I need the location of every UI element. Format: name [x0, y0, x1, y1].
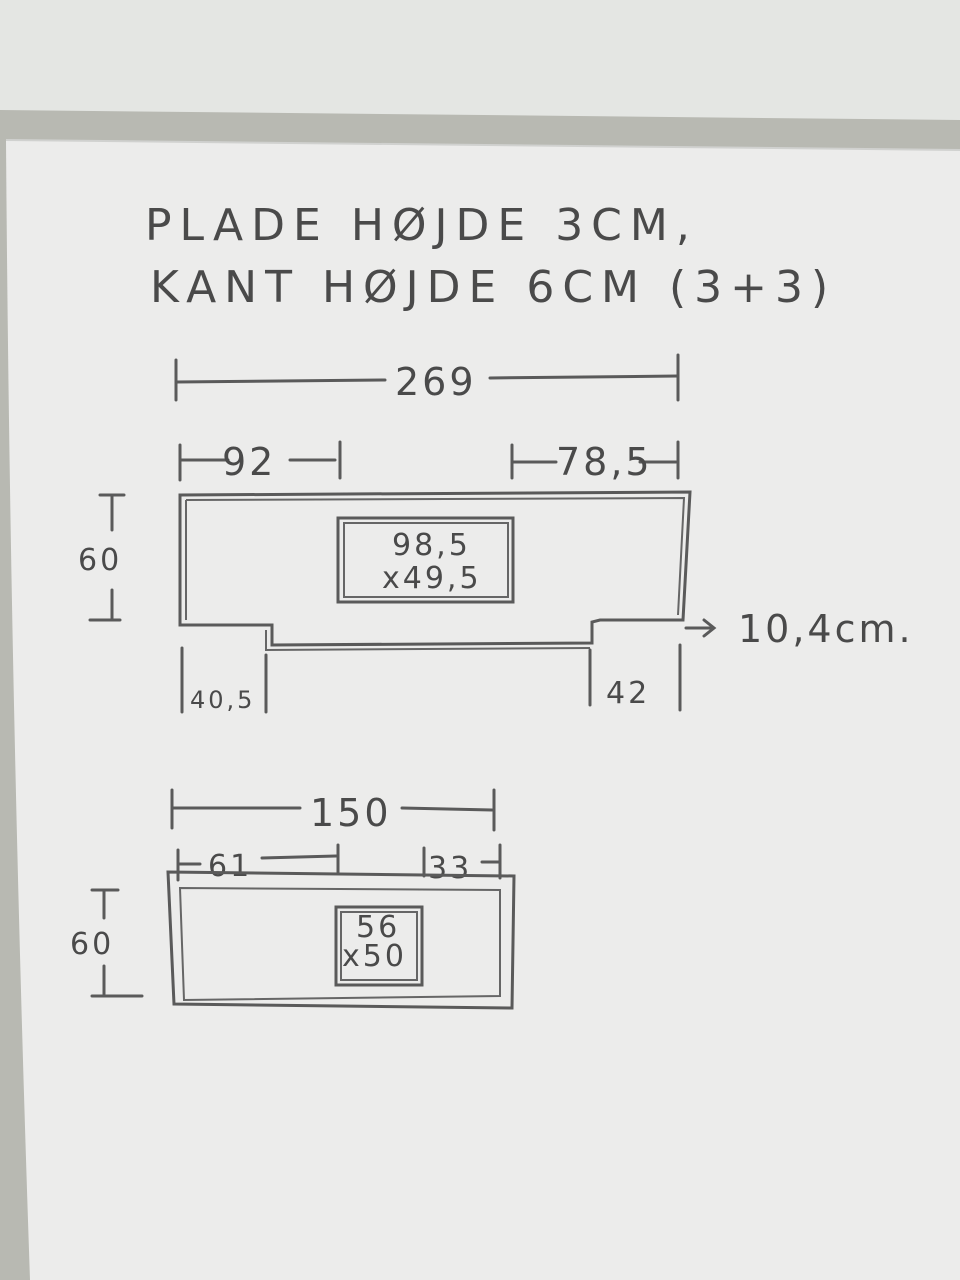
dim-total-width-1: 269: [395, 360, 477, 404]
drawing-1: 269 92 78,5 60 98,5 x49,5 10,4cm.: [78, 353, 914, 714]
dim-left-offset-2: 61: [208, 849, 252, 884]
note-edge-height: KANT HØJDE 6CM (3+3): [150, 262, 836, 313]
dim-depth-1: 60: [78, 543, 122, 578]
dim-depth-2: 60: [70, 927, 114, 962]
dim-right-step: 42: [606, 676, 650, 711]
cutout-width-2: 56: [356, 910, 400, 945]
drawing-2: 150 61 33 60 56 x50: [70, 788, 516, 1010]
cutout-height-1: x49,5: [382, 561, 482, 596]
dim-right-offset-1: 78,5: [556, 440, 653, 484]
dim-left-step: 40,5: [190, 686, 255, 714]
dim-step-depth: 10,4cm.: [738, 607, 914, 651]
dim-right-offset-2: 33: [428, 851, 472, 886]
note-plate-height: PLADE HØJDE 3CM,: [145, 200, 698, 251]
cutout-width-1: 98,5: [392, 528, 471, 563]
dim-total-width-2: 150: [310, 791, 392, 835]
cutout-height-2: x50: [342, 939, 407, 974]
dim-left-offset-1: 92: [222, 440, 276, 484]
